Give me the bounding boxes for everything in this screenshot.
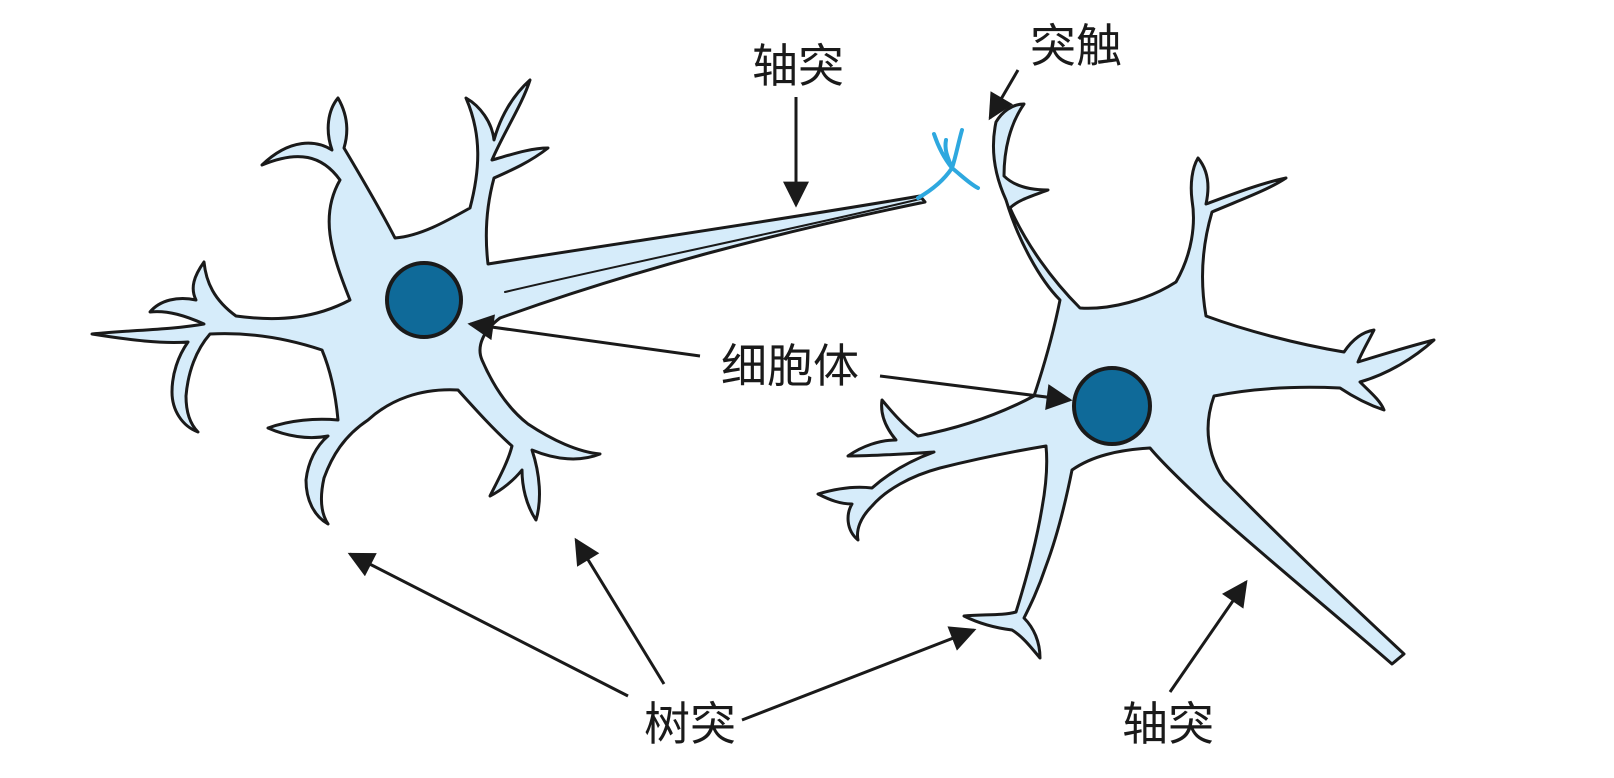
labels: 轴突 突触 细胞体 树突 轴突 bbox=[644, 19, 1214, 751]
arrow-dendrite-1 bbox=[347, 552, 629, 698]
left-neuron-body bbox=[90, 78, 927, 526]
arrow-dendrite-3 bbox=[741, 626, 977, 722]
arrow-cell-body-left bbox=[467, 314, 701, 358]
right-neuron bbox=[816, 102, 1436, 666]
left-nucleus bbox=[385, 261, 463, 339]
label-axon-bottom: 轴突 bbox=[1122, 697, 1214, 751]
arrow-synapse bbox=[988, 69, 1020, 121]
arrow-dendrite-2 bbox=[574, 537, 666, 685]
arrow-cell-body-right bbox=[879, 374, 1073, 410]
label-dendrites: 树突 bbox=[644, 697, 736, 751]
left-neuron bbox=[90, 78, 980, 526]
pointer-arrows bbox=[347, 69, 1248, 722]
axon-terminal bbox=[916, 128, 980, 200]
arrow-axon-bottom bbox=[1168, 579, 1248, 693]
label-synapse: 突触 bbox=[1030, 19, 1122, 73]
label-cell-body: 细胞体 bbox=[721, 339, 859, 393]
right-nucleus bbox=[1072, 366, 1152, 446]
label-axon-top: 轴突 bbox=[752, 39, 844, 93]
left-axon-line bbox=[504, 198, 921, 293]
